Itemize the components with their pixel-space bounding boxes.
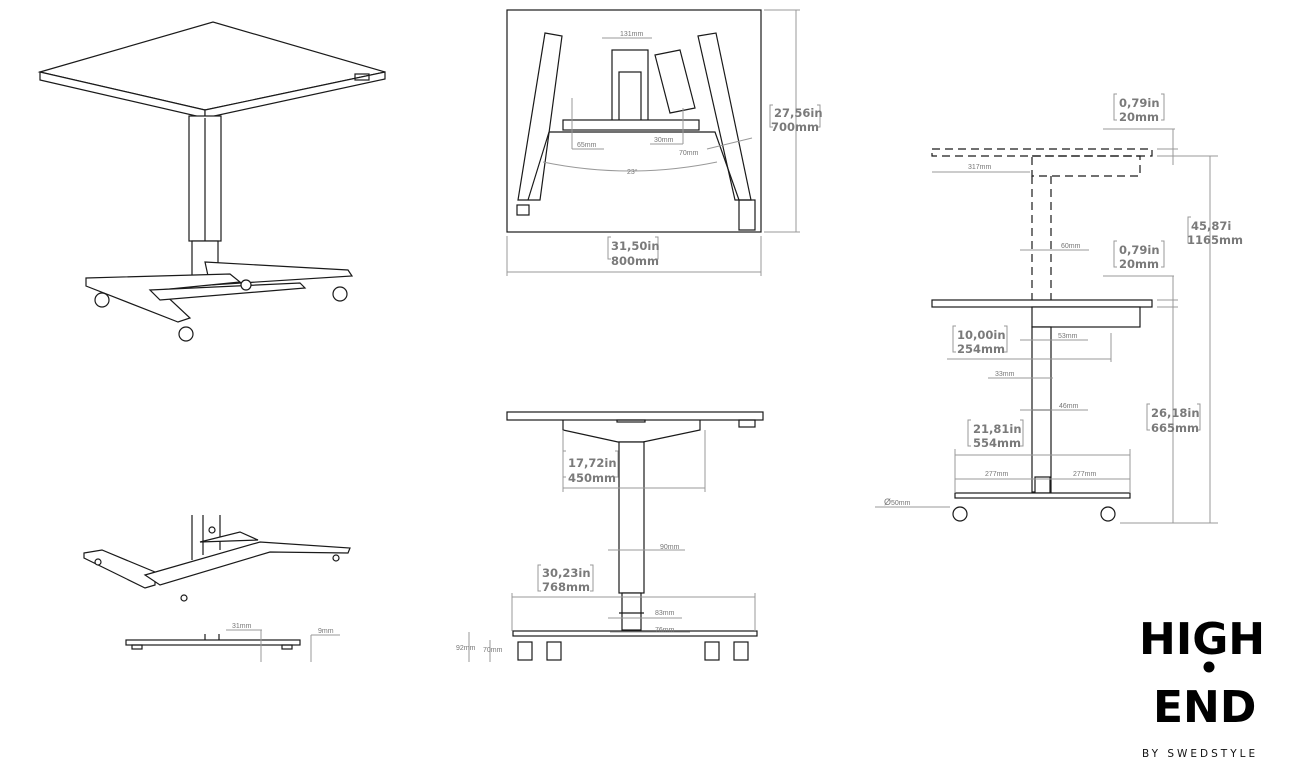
dim-70mm: 70mm (483, 647, 503, 654)
dim-76mm: 76mm (655, 627, 675, 634)
dim-277mm-right: 277mm (1073, 471, 1097, 478)
dim-lower-top-in: 0,79in (1119, 243, 1160, 257)
dim-wheel-diameter: Ø50mm (884, 497, 911, 507)
logo-line2: END (1153, 682, 1256, 733)
side-view-drawing: 317mm 60mm 53mm 33mm 46mm 277mm 277mm Ø5… (875, 93, 1243, 524)
dim-depth-mm: 700mm (771, 120, 819, 134)
casters (517, 641, 749, 661)
dim-frame-in: 10,00in (957, 328, 1006, 342)
dim-width-mm: 800mm (611, 254, 659, 268)
dim-upper-top-mm: 20mm (1119, 110, 1159, 124)
dim-min-height-mm: 665mm (1151, 421, 1199, 435)
dim-base-mm: 554mm (973, 436, 1021, 450)
logo-dot (1203, 661, 1215, 673)
dim-frame-in: 17,72in (568, 456, 617, 470)
wheel-diameter-value: 50mm (891, 500, 911, 507)
dim-base-in: 21,81in (973, 422, 1022, 436)
dim-width-in: 31,50in (611, 239, 660, 253)
top-view-drawing: 131mm 65mm 30mm 70mm 23° 31,50in 800mm 2… (506, 9, 823, 276)
dim-31mm: 31mm (232, 623, 252, 630)
dim-60mm: 60mm (1061, 243, 1081, 250)
dim-upper-top-in: 0,79in (1119, 96, 1160, 110)
dim-angle: 23° (627, 168, 638, 176)
isometric-desk-drawing (37, 21, 386, 342)
dim-frame-mm: 254mm (957, 342, 1005, 356)
dim-70mm: 70mm (679, 150, 699, 157)
dim-30mm: 30mm (654, 137, 674, 144)
dim-83mm: 83mm (655, 610, 675, 617)
dim-max-height-mm: 1165mm (1187, 233, 1243, 247)
dim-53mm: 53mm (1058, 333, 1078, 340)
dim-277mm-left: 277mm (985, 471, 1009, 478)
logo-tagline: BY SWEDSTYLE (1142, 748, 1258, 760)
diameter-symbol: Ø (884, 497, 891, 507)
dim-base-mm: 768mm (542, 580, 590, 594)
dim-min-height-in: 26,18in (1151, 406, 1200, 420)
dim-90mm: 90mm (660, 544, 680, 551)
dim-base-in: 30,23in (542, 566, 591, 580)
dim-131mm: 131mm (620, 31, 644, 38)
dim-33mm: 33mm (995, 371, 1015, 378)
dim-depth-in: 27,56in (774, 106, 823, 120)
dim-lower-top-mm: 20mm (1119, 257, 1159, 271)
brand-logo: HIGH END BY SWEDSTYLE (1139, 614, 1265, 760)
front-view-drawing: 90mm 83mm 76mm 92mm 70mm 17,72in 450mm 3… (456, 411, 764, 662)
base-detail-drawing: 31mm 9mm (83, 515, 351, 662)
dim-65mm: 65mm (577, 142, 597, 149)
dim-92mm: 92mm (456, 645, 476, 652)
dim-max-height-in: 45,87i (1191, 219, 1231, 233)
dim-frame-mm: 450mm (568, 471, 616, 485)
logo-line1: HIGH (1139, 614, 1265, 665)
dim-46mm: 46mm (1059, 403, 1079, 410)
dim-317mm: 317mm (968, 164, 992, 171)
dim-9mm: 9mm (318, 628, 334, 635)
